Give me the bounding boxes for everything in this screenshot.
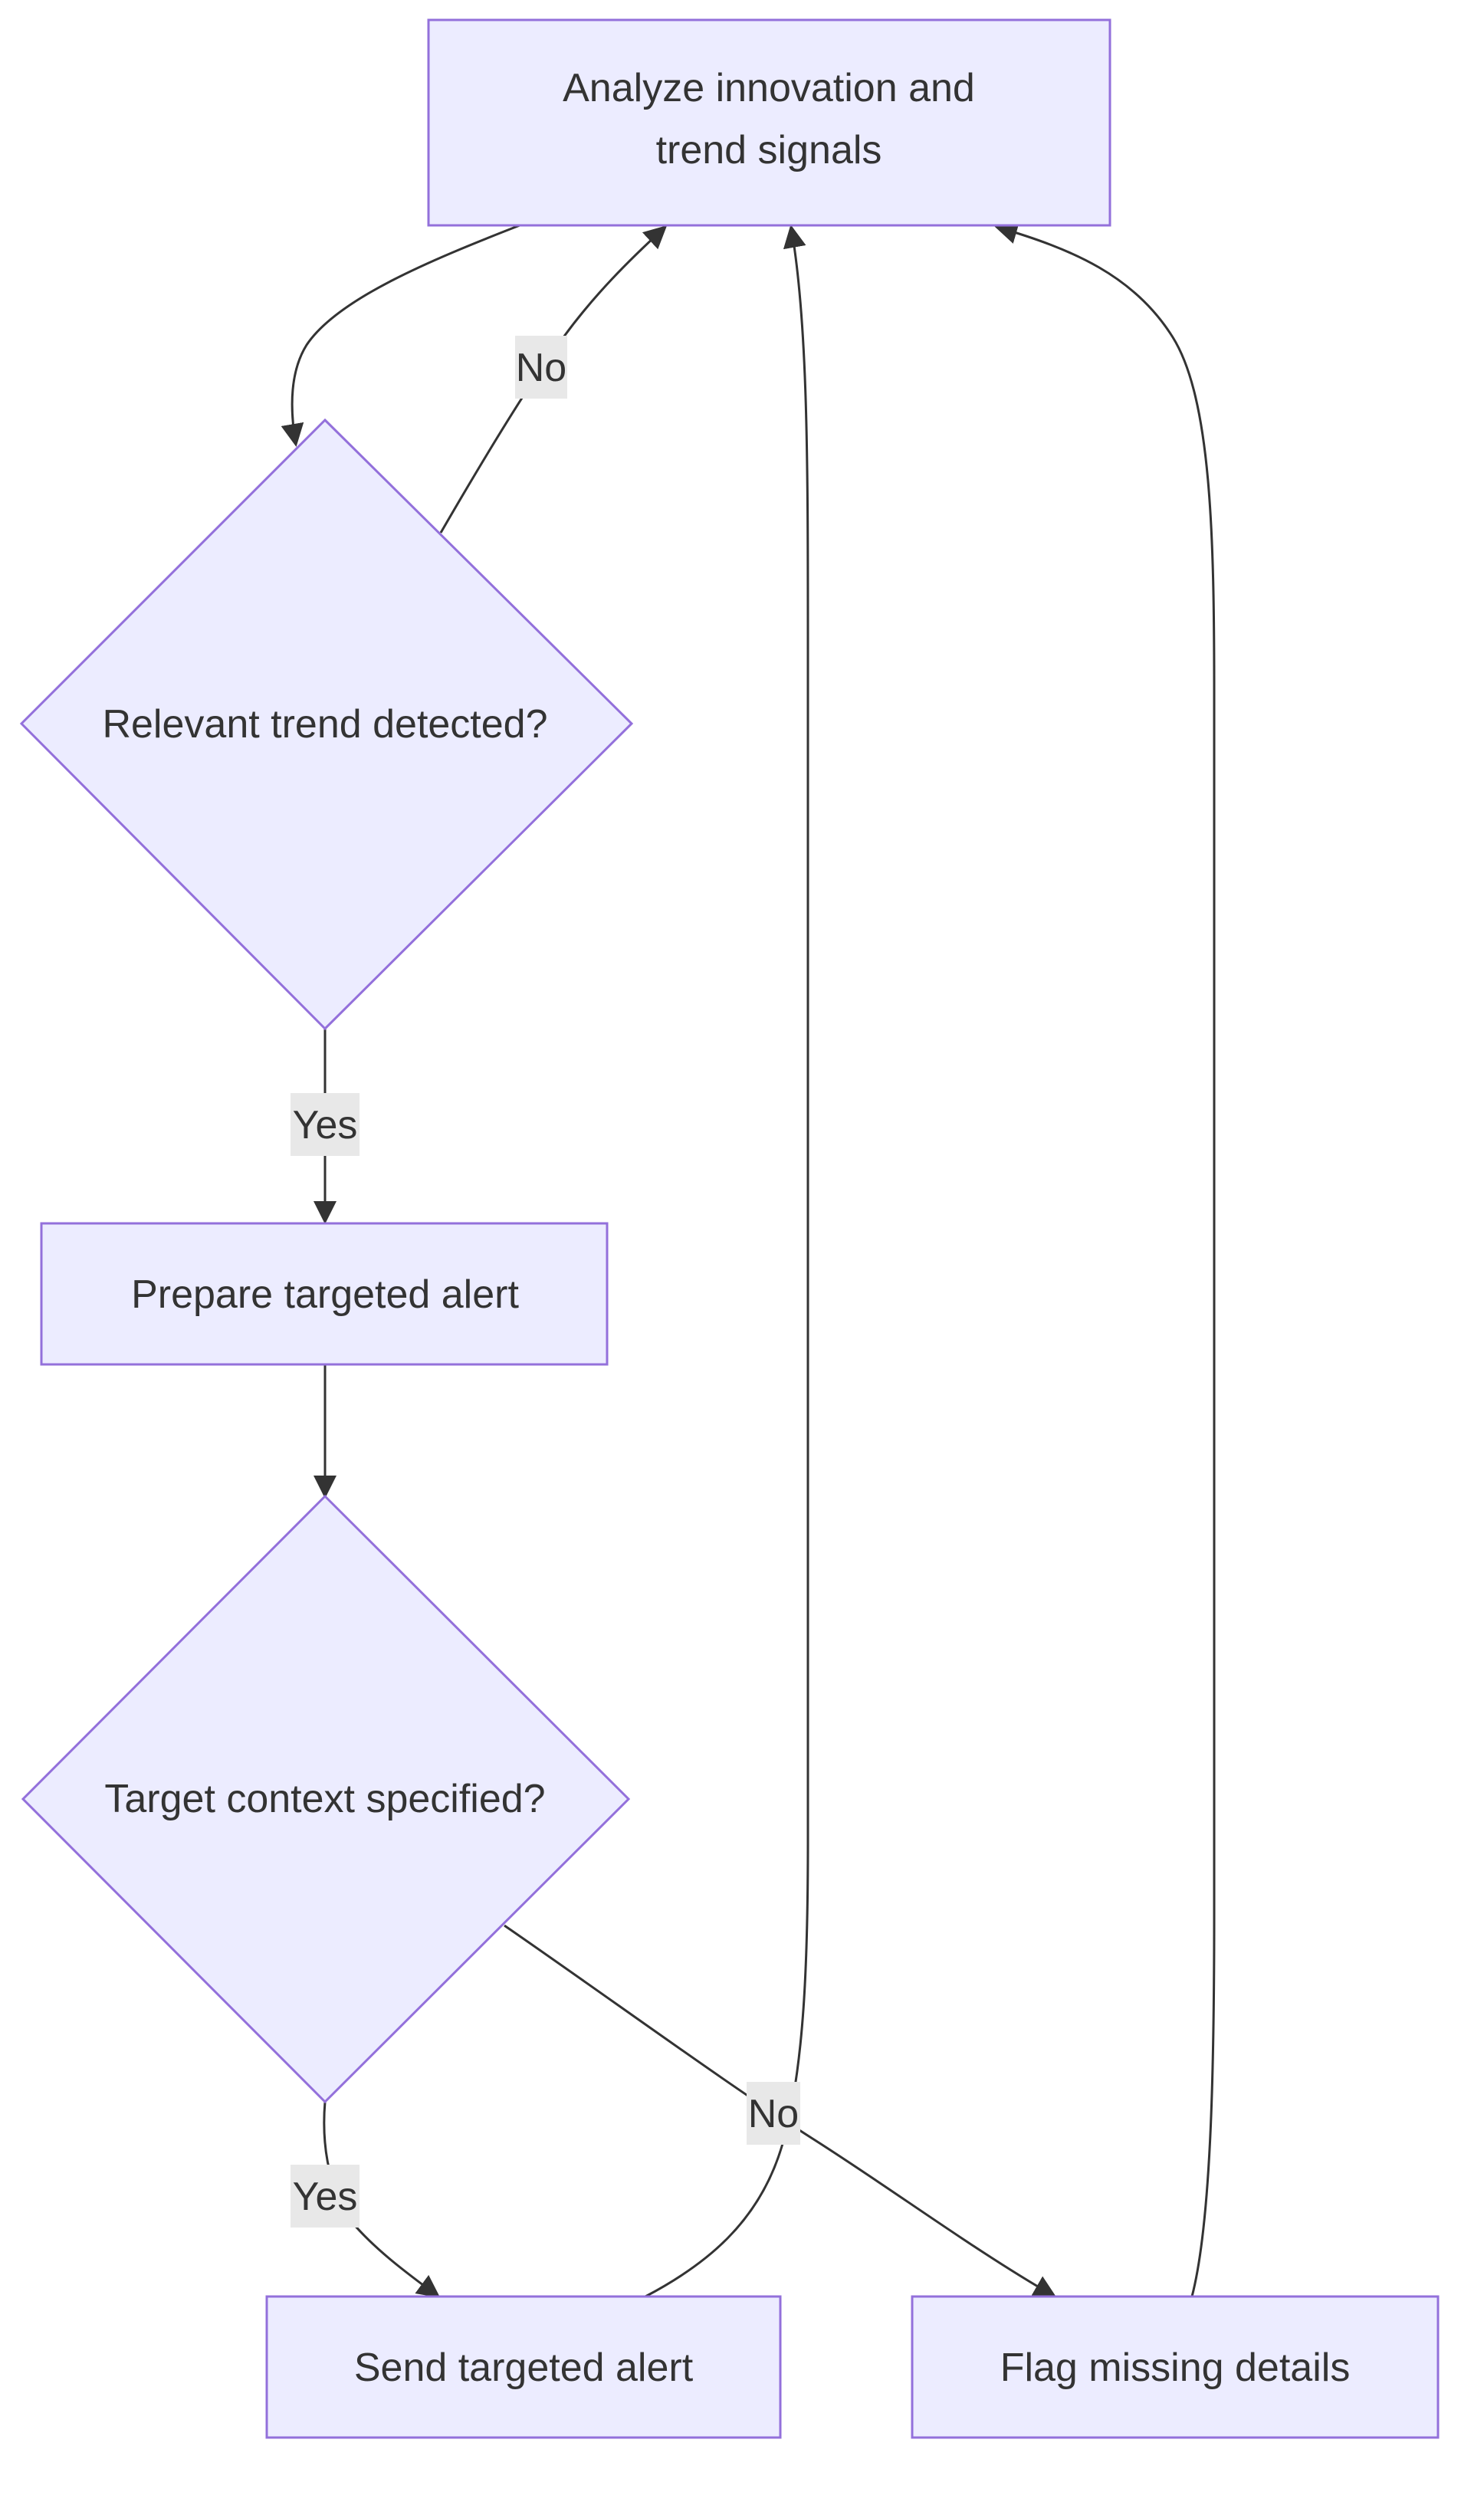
svg-text:Flag missing details: Flag missing details <box>1000 2346 1351 2390</box>
edge-label-target-no: No <box>747 2082 800 2145</box>
node-analyze-line-2: trend signals <box>656 128 882 172</box>
edge-analyze-to-relevant <box>281 224 520 447</box>
edge-label-relevant-yes: Yes <box>291 1093 360 1156</box>
svg-text:Relevant trend detected?: Relevant trend detected? <box>102 702 547 747</box>
node-prepare-alert: Prepare targeted alert <box>40 1222 609 1366</box>
svg-text:Send targeted alert: Send targeted alert <box>354 2346 694 2390</box>
node-analyze-innovation: Analyze innovation and trend signals <box>427 18 1111 227</box>
svg-text:No: No <box>516 346 566 390</box>
svg-text:Target context specified?: Target context specified? <box>104 1777 545 1821</box>
edge-target-no-to-flag <box>504 1924 1057 2298</box>
svg-text:Yes: Yes <box>293 2175 358 2219</box>
edge-send-to-analyze <box>645 225 809 2298</box>
edge-flag-to-analyze <box>994 222 1216 2297</box>
svg-text:Prepare targeted alert: Prepare targeted alert <box>131 1272 519 1317</box>
node-send-alert: Send targeted alert <box>265 2295 782 2439</box>
node-flag-missing: Flag missing details <box>911 2295 1440 2439</box>
edge-label-target-yes: Yes <box>291 2165 360 2228</box>
svg-text:No: No <box>748 2092 799 2136</box>
node-analyze-line-1: Analyze innovation and <box>563 66 975 110</box>
edge-label-relevant-no: No <box>515 336 567 399</box>
decision-target-context: Target context specified? <box>21 1494 631 2104</box>
svg-text:Yes: Yes <box>293 1103 358 1147</box>
decision-relevant-trend: Relevant trend detected? <box>19 418 634 1031</box>
